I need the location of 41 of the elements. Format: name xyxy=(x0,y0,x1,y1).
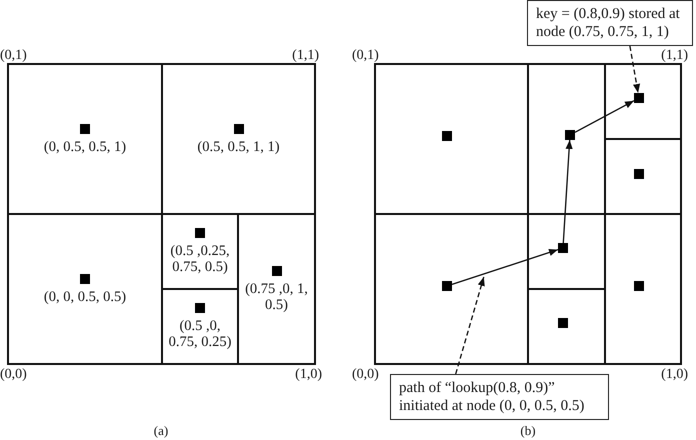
partition-zone xyxy=(161,63,316,215)
corner-coordinate: (1,0) xyxy=(661,367,688,383)
partition-zone xyxy=(604,213,682,365)
dashed-arrow xyxy=(455,276,485,374)
panel-caption: (b) xyxy=(520,423,536,438)
corner-coordinate: (0,0) xyxy=(352,367,379,383)
corner-coordinate: (1,1) xyxy=(661,48,688,64)
corner-coordinate: (0,1) xyxy=(352,48,379,64)
point-marker-icon xyxy=(565,130,575,140)
corner-coordinate: (0,1) xyxy=(0,48,27,64)
callout-text: path of “lookup(0.8, 0.9)” initiated at node (0, 0, 0.5, 0.5) xyxy=(399,379,586,415)
zone-coordinates: (0.75 ,0, 1, 0.5) xyxy=(244,280,309,312)
point-marker-icon xyxy=(634,169,644,179)
partition-zone xyxy=(7,213,163,365)
callout xyxy=(390,374,609,420)
zone-coordinates: (0.5 ,0.25, 0.75, 0.5) xyxy=(169,243,231,275)
dashed-arrow xyxy=(629,46,640,94)
point-marker-icon xyxy=(442,281,452,291)
callout-text: key = (0.8,0.9) stored at node (0.75, 0.75, 1, 1) xyxy=(536,5,681,41)
point-marker-icon xyxy=(634,281,644,291)
partition-zone xyxy=(374,63,529,215)
zone-coordinates: (0.5 ,0, 0.75, 0.25) xyxy=(168,318,232,350)
corner-coordinate: (1,1) xyxy=(292,48,319,64)
point-marker-icon xyxy=(558,243,568,253)
corner-coordinate: (0,0) xyxy=(0,367,27,383)
partition-zone xyxy=(604,63,682,140)
zone-coordinates: (0, 0.5, 0.5, 1) xyxy=(42,138,128,154)
partition-zone xyxy=(374,213,529,365)
point-marker-icon xyxy=(442,131,452,141)
partition-zone xyxy=(7,63,163,215)
zone-coordinates: (0, 0, 0.5, 0.5) xyxy=(42,288,128,304)
zone-coordinates: (0.5, 0.5, 1, 1) xyxy=(196,138,281,154)
point-marker-icon xyxy=(558,318,568,328)
corner-coordinate: (1,0) xyxy=(295,367,322,383)
partition-zone xyxy=(237,213,316,365)
arrow xyxy=(452,248,558,286)
point-marker-icon xyxy=(634,93,644,103)
callout xyxy=(527,0,693,46)
arrow xyxy=(562,140,573,244)
arrow xyxy=(574,100,634,133)
panel-caption: (a) xyxy=(154,423,168,438)
